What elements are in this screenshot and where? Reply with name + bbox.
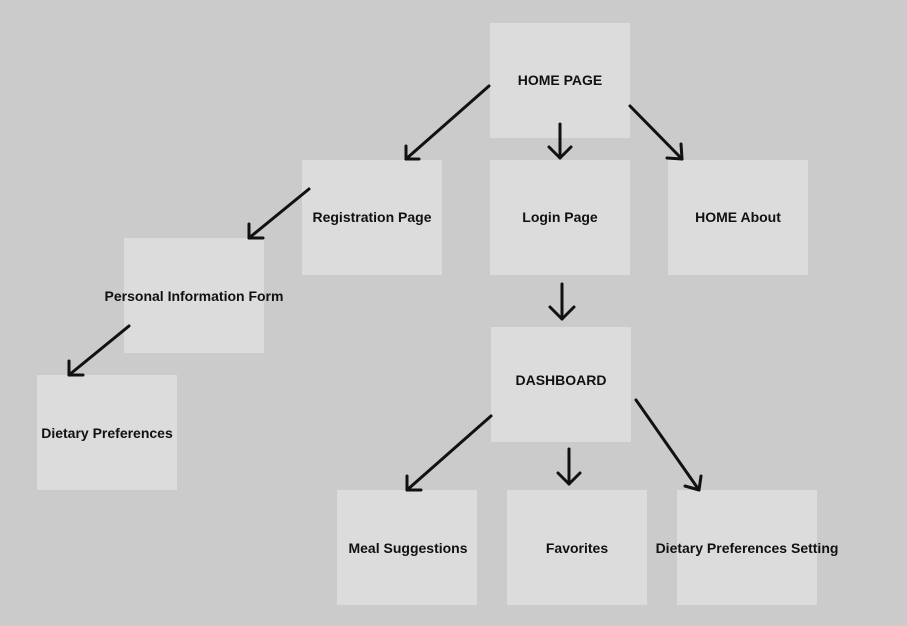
arrow-dashboard-to-dietary-settings	[634, 398, 703, 492]
node-login-box	[490, 160, 630, 275]
node-about-box	[668, 160, 808, 275]
node-home-box	[490, 23, 630, 138]
arrow-home-to-login	[547, 122, 573, 160]
node-home-label: HOME PAGE	[517, 72, 603, 88]
arrow-personal-info-to-dietary-preferences	[67, 324, 131, 377]
node-dietary-settings-box	[677, 490, 817, 605]
arrow-home-to-registration	[404, 84, 491, 161]
arrow-login-to-dashboard	[548, 282, 576, 321]
node-dietary-preferences-box	[37, 375, 177, 490]
arrow-dashboard-to-favorites	[556, 447, 582, 486]
node-dietary-preferences-label: Dietary Preferences	[41, 425, 173, 441]
node-dietary-settings-label: Dietary Preferences Setting	[655, 540, 839, 556]
arrow-registration-to-personal-info	[247, 187, 311, 240]
node-registration-label: Registration Page	[312, 209, 432, 225]
node-personal-info-label: Personal Information Form	[104, 288, 284, 304]
node-dashboard-label: DASHBOARD	[515, 372, 607, 388]
node-personal-info-box	[124, 238, 264, 353]
node-meal-suggestions-label: Meal Suggestions	[348, 540, 468, 556]
node-registration-box	[302, 160, 442, 275]
node-meal-suggestions-box	[337, 490, 477, 605]
node-favorites-label: Favorites	[545, 540, 609, 556]
node-dashboard-box	[491, 327, 631, 442]
node-login-label: Login Page	[522, 209, 598, 225]
node-favorites-box	[507, 490, 647, 605]
arrow-home-to-about	[628, 104, 684, 161]
node-about-label: HOME About	[695, 209, 781, 225]
arrow-dashboard-to-meal-suggestions	[405, 414, 493, 492]
